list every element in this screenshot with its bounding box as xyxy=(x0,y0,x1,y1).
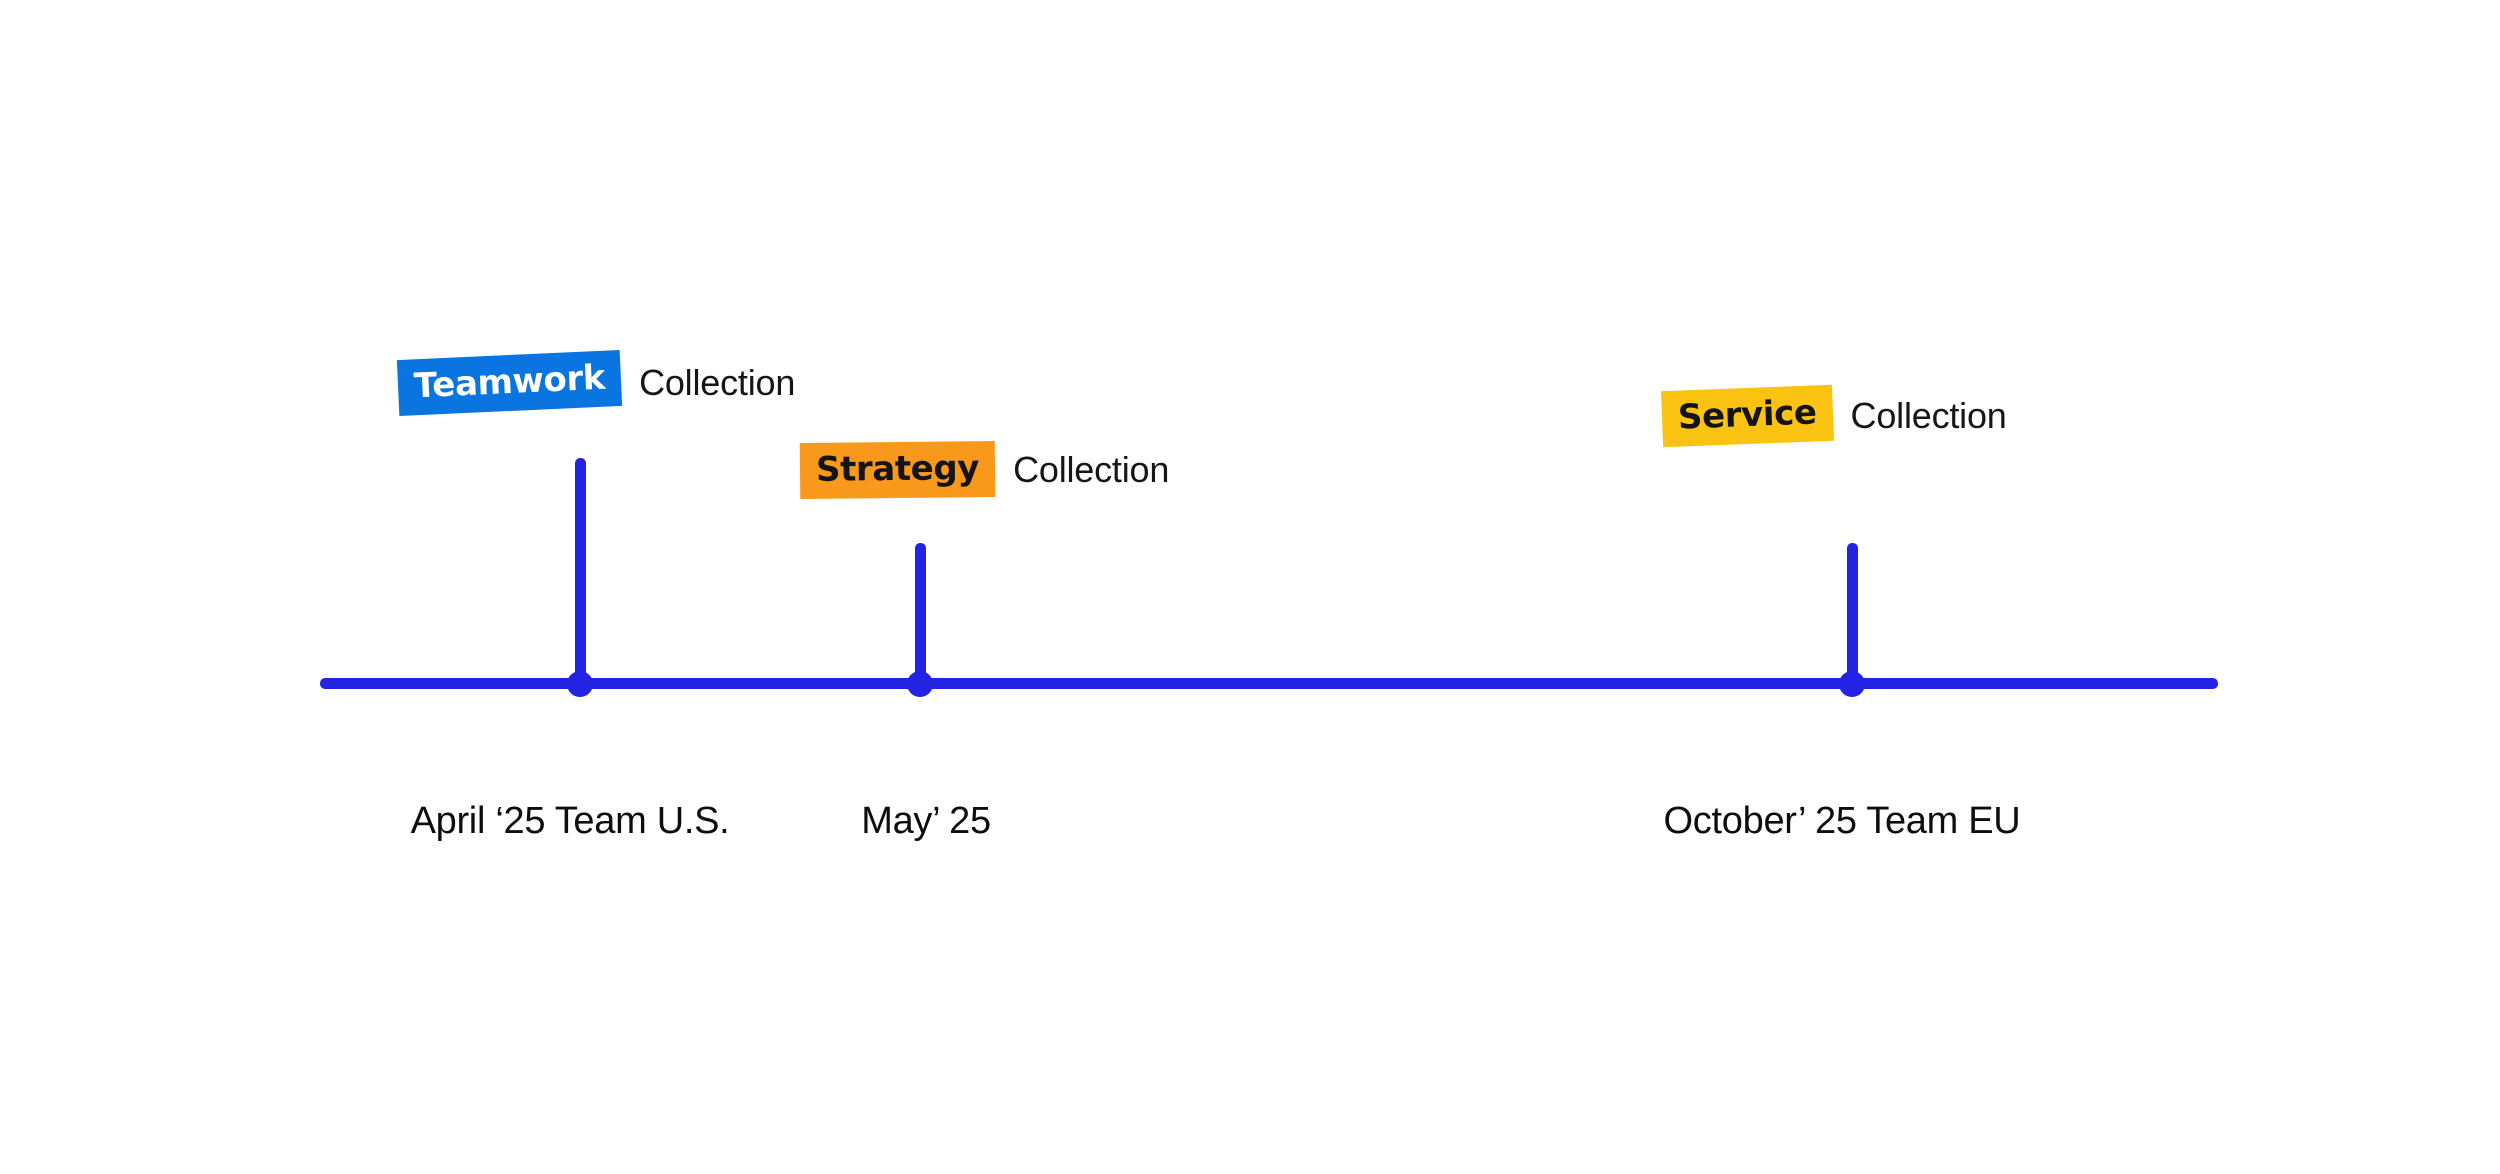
event-caption-service: Service Collection xyxy=(1660,384,2007,448)
date-label-strategy: May’ 25 xyxy=(861,800,991,842)
collection-label-teamwork: Collection xyxy=(639,362,796,403)
badge-service[interactable]: Service xyxy=(1660,384,1834,448)
collection-label-service: Collection xyxy=(1850,395,2007,436)
date-label-teamwork: April ‘25 Team U.S. xyxy=(410,800,730,842)
badge-teamwork[interactable]: Teamwork xyxy=(396,349,623,417)
timeline-axis xyxy=(320,678,2218,689)
event-stem xyxy=(915,543,926,683)
collection-label-strategy: Collection xyxy=(1013,449,1170,490)
event-node-dot[interactable] xyxy=(907,671,933,697)
badge-strategy[interactable]: Strategy xyxy=(799,440,996,500)
event-caption-strategy: Strategy Collection xyxy=(799,440,1170,500)
event-node-dot[interactable] xyxy=(1839,671,1865,697)
event-node-dot[interactable] xyxy=(567,671,593,697)
event-stem xyxy=(1847,543,1858,683)
event-caption-teamwork: Teamwork Collection xyxy=(396,349,796,417)
event-stem xyxy=(575,458,586,683)
date-label-service: October’ 25 Team EU xyxy=(1663,800,2021,842)
